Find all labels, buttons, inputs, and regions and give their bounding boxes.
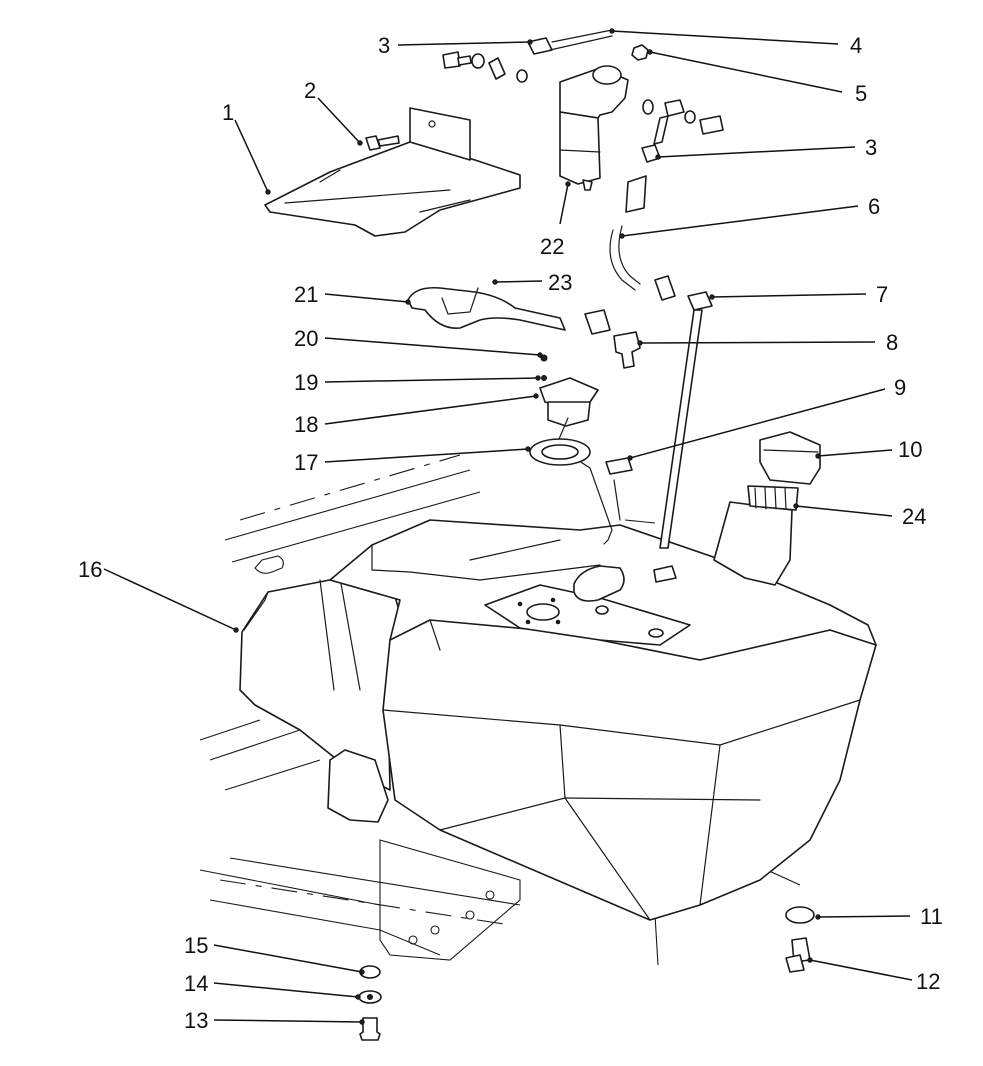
callout-7: 7 (876, 282, 888, 307)
chassis-frame (199, 454, 801, 966)
callout-6: 6 (868, 194, 880, 219)
hose-clamp (785, 906, 815, 924)
fuel-sender (539, 354, 613, 545)
callout-21: 21 (294, 282, 318, 307)
callout-20: 20 (294, 326, 318, 351)
vent-hose (407, 286, 611, 335)
callout-14: 14 (184, 971, 208, 996)
grommet (605, 457, 677, 583)
callout-11: 11 (920, 904, 943, 929)
callout-23: 23 (548, 270, 572, 295)
mount-tray (264, 107, 521, 237)
leader-dots (233, 28, 821, 1025)
callout-10: 10 (898, 437, 922, 462)
callout-15: 15 (184, 933, 208, 958)
tray-screw (365, 135, 400, 151)
drain-valve (785, 937, 811, 973)
sender-gasket (529, 438, 591, 466)
callout-2: 2 (304, 78, 316, 103)
callout-24: 24 (902, 504, 926, 529)
filler-screen (747, 485, 799, 511)
callout-22: 22 (540, 234, 564, 259)
sender-float (573, 565, 625, 602)
mount-hardware (358, 965, 382, 1041)
callout-13: 13 (184, 1008, 208, 1033)
leader-lines (103, 30, 913, 1023)
callout-12: 12 (916, 969, 940, 994)
callout-3-right: 3 (865, 135, 877, 160)
callout-18: 18 (294, 412, 318, 437)
fuel-line (609, 175, 676, 301)
callout-labels: 1 2 3 4 5 3 6 7 8 9 10 24 11 12 13 14 15… (78, 33, 943, 1033)
fuel-cap (759, 431, 821, 485)
filter-fittings (442, 29, 724, 163)
callout-9: 9 (894, 375, 906, 400)
callout-1: 1 (222, 100, 234, 125)
callout-5: 5 (855, 81, 867, 106)
callout-3-top: 3 (378, 33, 390, 58)
pickup-tube (659, 291, 713, 549)
callout-17: 17 (294, 450, 318, 475)
fuel-filter (559, 65, 629, 191)
fuel-tank (239, 501, 877, 921)
callout-16: 16 (78, 557, 102, 582)
callout-19: 19 (294, 370, 318, 395)
callout-4: 4 (850, 33, 862, 58)
callout-8: 8 (886, 330, 898, 355)
elbow-fitting (613, 331, 641, 369)
